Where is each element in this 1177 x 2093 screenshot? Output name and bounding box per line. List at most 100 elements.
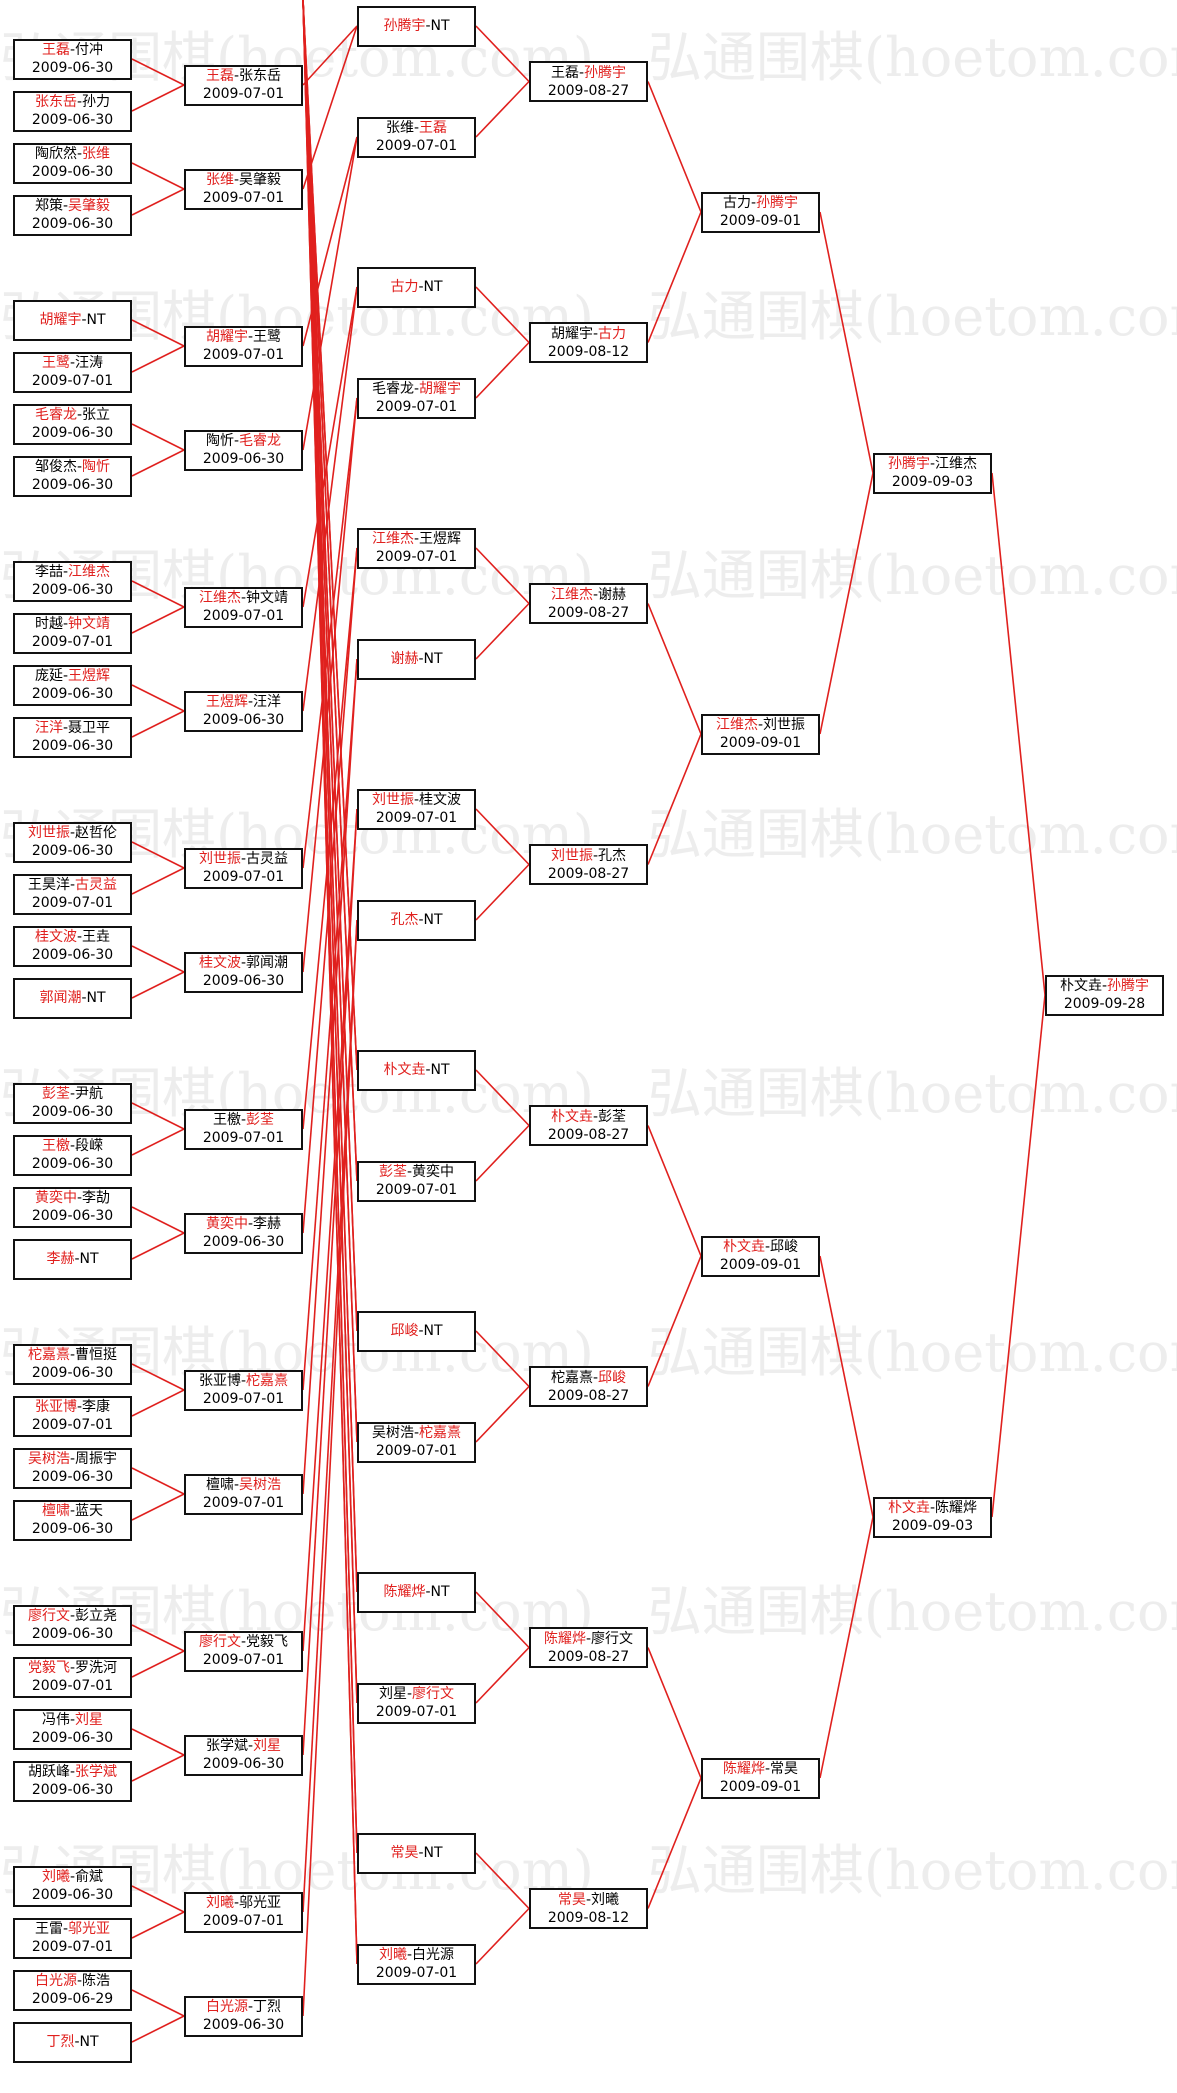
winner-name: 王磊 [419,120,448,136]
match-players: 檀啸-吴树浩 [206,1476,281,1494]
match-players: 陈耀烨-NT [383,1583,449,1601]
match-date: 2009-06-30 [31,216,114,232]
match-date: 2009-06-30 [31,1521,114,1537]
match-date: 2009-07-01 [375,1443,458,1459]
bracket-connector-line [647,733,702,865]
match-players: 张学斌-刘星 [206,1737,281,1755]
name-separator: - [62,198,69,214]
winner-name: 党毅飞 [27,1660,70,1676]
match-players: 王鹭-汪涛 [42,354,103,372]
player-name: 赵哲伦 [75,825,118,841]
match-players: 谢赫-NT [390,650,442,668]
match-players: 郑策-吴肇毅 [35,197,110,215]
winner-name: 刘星 [253,1738,282,1754]
name-separator: - [418,1845,424,1861]
player-name: 古灵益 [246,851,289,867]
player-name: 邹俊杰 [34,459,77,475]
bracket-connector-line [131,1363,185,1391]
match-date: 2009-07-01 [202,869,285,885]
match-players: 陈耀烨-常昊 [723,1760,798,1778]
bracket-connector-line [475,602,530,660]
winner-name: 江维杰 [198,590,241,606]
bracket-connector-line [131,2015,185,2043]
winner-name: 彭荃 [41,1086,70,1102]
bracket-connector-line [819,211,874,474]
winner-name: 刘世振 [550,847,593,864]
name-separator: - [62,1921,69,1937]
winner-name: 孙腾宇 [756,195,799,211]
player-name: 廖行文 [591,1630,634,1647]
match-players: 刘曦-白光源 [379,1946,454,1964]
winner-name: 孙腾宇 [584,64,627,81]
player-name: 邱峻 [770,1239,799,1255]
match-players: 时越-钟文靖 [35,615,110,633]
match-date: 2009-06-30 [202,451,285,467]
match-date: 2009-06-30 [202,1756,285,1772]
name-separator: - [76,407,83,423]
bracket-connector-line [131,1885,185,1913]
name-separator: - [413,381,420,397]
match-date: 2009-07-01 [31,634,114,650]
bracket-connector-line [302,0,358,1443]
name-separator: - [406,1947,413,1963]
match-players: 王昊洋-古灵益 [28,876,117,894]
match-players: 柁嘉熹-邱峻 [551,1369,626,1387]
match-date: 2009-06-30 [31,425,114,441]
name-separator: - [74,1251,80,1267]
match-players: 孙腾宇-江维杰 [888,455,977,473]
player-name: NT [423,651,443,667]
winner-name: 汪洋 [34,720,63,736]
match-players: 古力-孙腾宇 [723,194,798,212]
player-name: NT [423,912,443,928]
match-players: 柁嘉熹-曹恒挺 [28,1346,117,1364]
name-separator: - [425,1062,431,1078]
match-players: 常昊-刘曦 [558,1891,619,1909]
winner-name: 孙腾宇 [1107,978,1150,994]
name-separator: - [233,68,240,84]
bracket-connector-line [131,684,185,712]
player-name: 陶忻 [205,433,234,449]
winner-name: 桂文波 [34,929,77,945]
player-name: NT [430,1584,450,1600]
name-separator: - [750,195,757,211]
match-players: 黄奕中-李赫 [206,1215,281,1233]
match-date: 2009-06-30 [31,1730,114,1746]
winner-name: 廖行文 [412,1686,455,1702]
match-date: 2009-07-01 [202,1913,285,1929]
bracket-connector-line [131,319,185,347]
player-name: 刘曦 [591,1891,620,1908]
player-name: 时越 [34,616,63,632]
bracket-connector-line [131,1102,185,1130]
match-date: 2009-07-01 [375,138,458,154]
bracket-connector-line [131,1650,185,1678]
player-name: 段嵘 [75,1138,104,1154]
name-separator: - [76,146,83,162]
match-box: 孙腾宇-NT [357,5,476,47]
winner-name: 毛睿龙 [34,407,77,423]
name-separator: - [240,851,247,867]
match-date: 2009-07-01 [202,347,285,363]
winner-name: 廖行文 [27,1608,70,1624]
winner-name: 刘世振 [27,825,70,841]
match-box: 谢赫-NT [357,638,476,680]
match-date: 2009-09-01 [719,1257,802,1273]
match-players: 陶忻-毛睿龙 [206,432,281,450]
match-date: 2009-08-27 [547,865,630,882]
match-date: 2009-07-01 [31,1939,114,1955]
match-players: 邱峻-NT [390,1322,442,1340]
match-date: 2009-07-01 [375,1182,458,1198]
name-separator: - [69,1869,76,1885]
match-date: 2009-08-12 [547,1909,630,1926]
